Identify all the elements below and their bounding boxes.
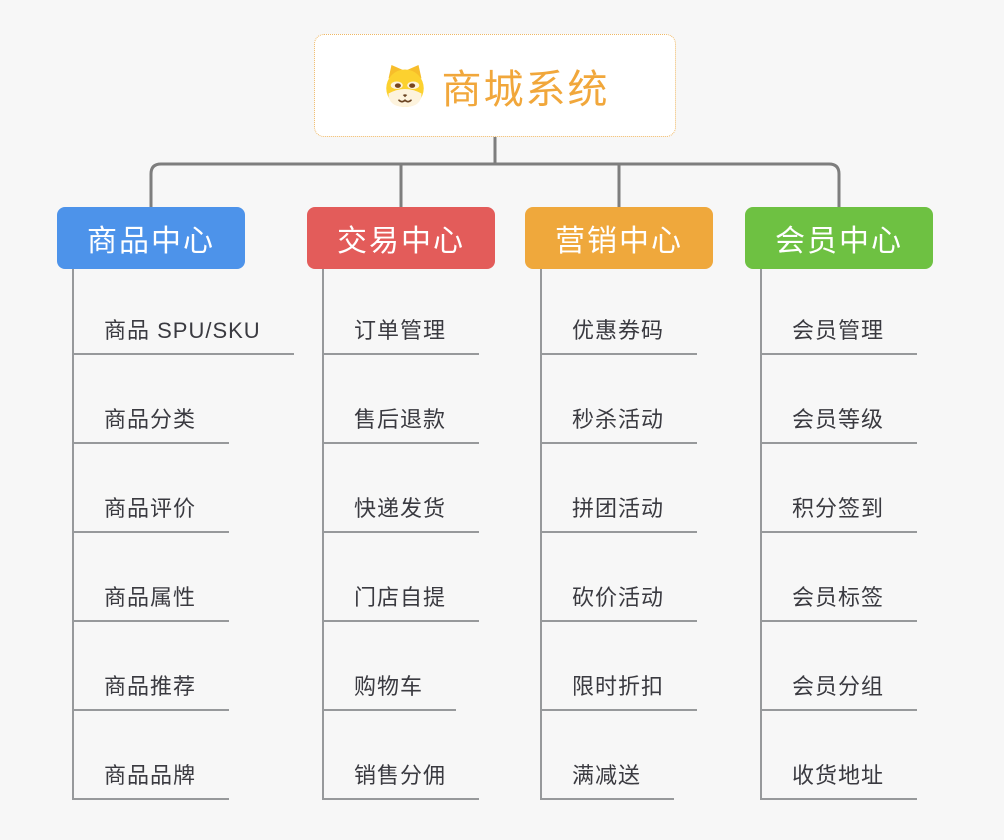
branch-node[interactable]: 营销中心 (525, 207, 713, 269)
branch-column: 营销中心 优惠券码秒杀活动拼团活动砍价活动限时折扣满减送 (525, 207, 775, 807)
leaf-item[interactable]: 快递发货 (322, 496, 480, 533)
leaf-item[interactable]: 会员管理 (760, 318, 918, 355)
branch-column: 交易中心 订单管理售后退款快递发货门店自提购物车销售分佣 (307, 207, 557, 807)
leaf-item[interactable]: 商品评价 (72, 496, 230, 533)
trunk-line (72, 269, 74, 800)
leaf-item[interactable]: 秒杀活动 (540, 407, 698, 444)
leaf-item[interactable]: 售后退款 (322, 407, 480, 444)
branch-bus-line (149, 162, 841, 208)
root-title: 商城系统 (441, 67, 610, 112)
branch-label: 营销中心 (555, 225, 683, 258)
branch-label: 交易中心 (337, 225, 465, 258)
branch-label: 商品中心 (87, 225, 215, 258)
leaf-item[interactable]: 积分签到 (760, 496, 918, 533)
root-node[interactable]: 商城系统 (314, 34, 676, 137)
leaf-item[interactable]: 优惠券码 (540, 318, 698, 355)
dog-face-icon (385, 64, 424, 107)
leaf-item[interactable]: 会员分组 (760, 674, 918, 711)
leaf-item[interactable]: 拼团活动 (540, 496, 698, 533)
leaf-item[interactable]: 商品属性 (72, 585, 230, 622)
trunk-line (540, 269, 542, 800)
branch-node[interactable]: 会员中心 (745, 207, 933, 269)
branch-column: 会员中心 会员管理会员等级积分签到会员标签会员分组收货地址 (745, 207, 995, 807)
leaf-item[interactable]: 销售分佣 (322, 763, 480, 800)
leaf-item[interactable]: 商品分类 (72, 407, 230, 444)
branch-node[interactable]: 商品中心 (57, 207, 245, 269)
leaf-item[interactable]: 订单管理 (322, 318, 480, 355)
leaf-item[interactable]: 限时折扣 (540, 674, 698, 711)
leaf-item[interactable]: 砍价活动 (540, 585, 698, 622)
leaf-item[interactable]: 门店自提 (322, 585, 480, 622)
trunk-line (322, 269, 324, 800)
leaf-item[interactable]: 购物车 (322, 674, 457, 711)
branch-node[interactable]: 交易中心 (307, 207, 495, 269)
leaf-item[interactable]: 商品推荐 (72, 674, 230, 711)
leaf-item[interactable]: 会员标签 (760, 585, 918, 622)
leaf-item[interactable]: 满减送 (540, 763, 675, 800)
leaf-item[interactable]: 商品品牌 (72, 763, 230, 800)
leaf-item[interactable]: 会员等级 (760, 407, 918, 444)
leaf-item[interactable]: 商品 SPU/SKU (72, 318, 294, 355)
branch-column: 商品中心 商品 SPU/SKU 商品分类商品评价商品属性商品推荐商品品牌 (57, 207, 307, 807)
trunk-line (760, 269, 762, 800)
leaf-item[interactable]: 收货地址 (760, 763, 918, 800)
branch-label: 会员中心 (775, 225, 903, 258)
